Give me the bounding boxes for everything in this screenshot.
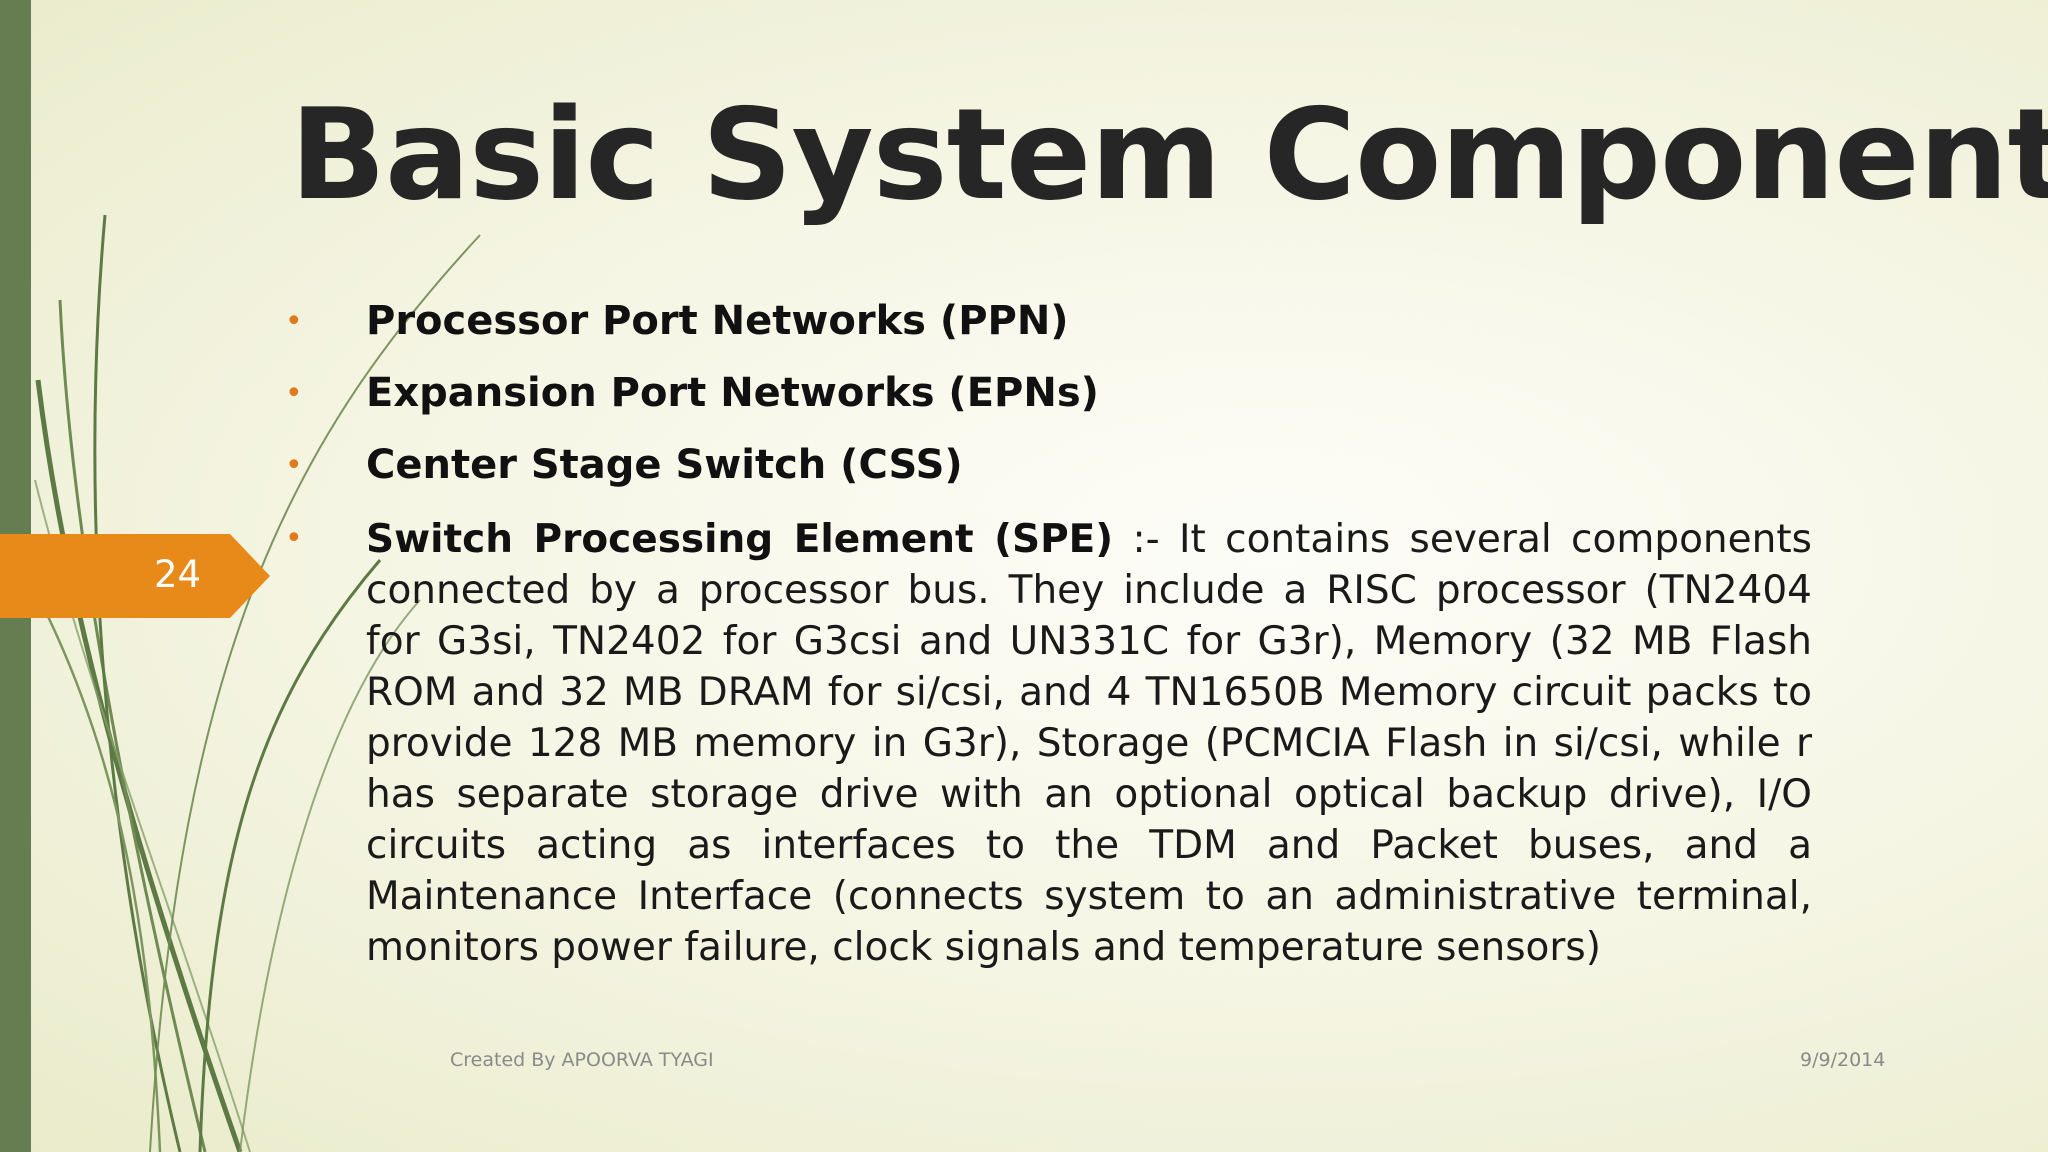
bullet-icon: • (285, 304, 303, 339)
bullet-icon: • (285, 521, 303, 556)
spe-separator: :- (1113, 517, 1179, 562)
spe-description: It contains several components connected… (366, 517, 1812, 970)
spe-heading: Switch Processing Element (SPE) (366, 517, 1114, 562)
slide-number: 24 (154, 553, 202, 596)
bullet-icon: • (285, 376, 303, 411)
slide-number-tab (0, 534, 270, 618)
footer-author: Created By APOORVA TYAGI (450, 1049, 714, 1071)
footer-date: 9/9/2014 (1800, 1049, 1886, 1071)
slide-title: Basic System Components (290, 81, 2048, 228)
bullet-item-css: Center Stage Switch (CSS) (366, 442, 963, 488)
bullet-item-spe: Switch Processing Element (SPE) :- It co… (366, 514, 1812, 973)
bullet-item-epn: Expansion Port Networks (EPNs) (366, 370, 1099, 416)
bullet-item-ppn: Processor Port Networks (PPN) (366, 298, 1069, 344)
bullet-icon: • (285, 448, 303, 483)
